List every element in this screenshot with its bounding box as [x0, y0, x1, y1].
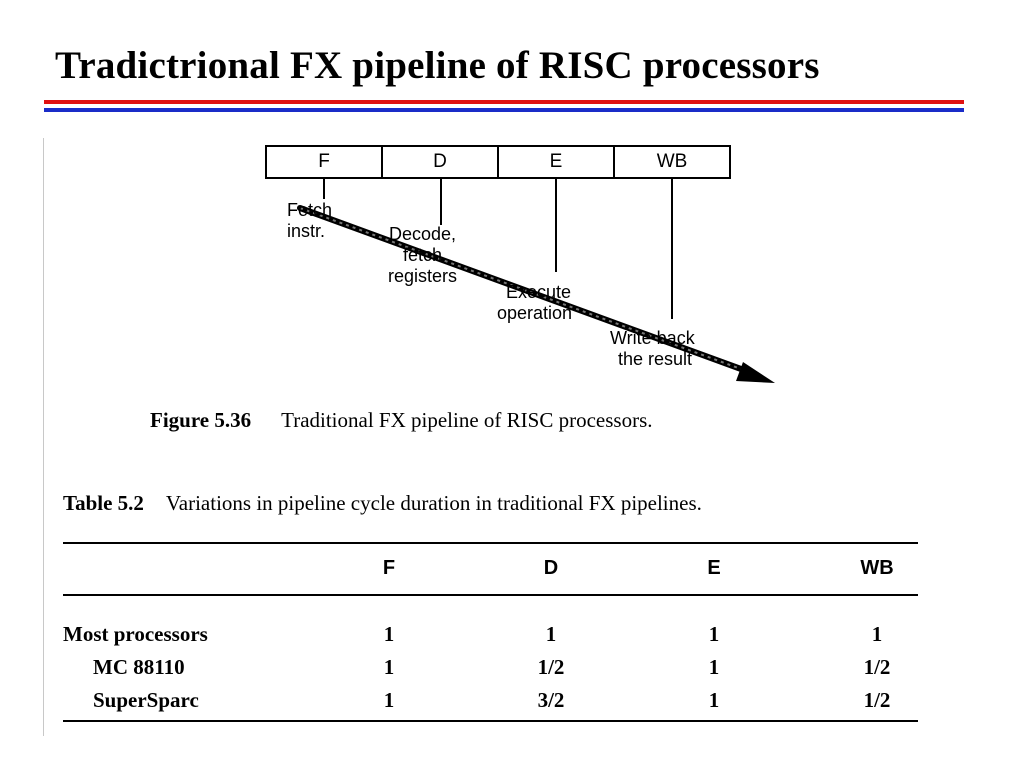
cell-e: 1 — [708, 622, 720, 646]
cell-d: 1 — [545, 622, 557, 646]
connector-line-d — [440, 179, 442, 225]
scanned-figure-edge — [43, 138, 44, 736]
label-decode: Decode, fetch registers — [388, 222, 457, 288]
row-label: SuperSparc — [93, 688, 199, 712]
stage-box-wb: WB — [615, 145, 731, 179]
label-decode-line-2: fetch — [403, 245, 443, 265]
row-label: MC 88110 — [93, 655, 185, 679]
table-header-rule — [63, 594, 918, 596]
figure-caption: Figure 5.36 Traditional FX pipeline of RI… — [150, 408, 653, 433]
column-header-f: F — [382, 557, 396, 579]
cell-e: 1 — [708, 688, 720, 712]
cell-d: 1/2 — [537, 655, 565, 679]
cell-f: 1 — [383, 688, 395, 712]
column-header-e: E — [707, 557, 721, 579]
label-decode-line-3: registers — [388, 266, 458, 286]
column-header-wb: WB — [860, 557, 894, 579]
label-fetch: Fetch instr. — [287, 198, 332, 243]
label-fetch-line-2: instr. — [287, 221, 326, 241]
table-bottom-rule — [63, 720, 918, 722]
stage-box-e: E — [499, 145, 615, 179]
table-caption-number: Table 5.2 — [63, 491, 144, 515]
table-caption: Table 5.2 Variations in pipeline cycle du… — [63, 490, 923, 517]
label-fetch-line-1: Fetch — [287, 200, 333, 220]
row-label: Most processors — [63, 622, 208, 646]
figure-caption-number: Figure 5.36 — [150, 408, 252, 432]
column-header-d: D — [543, 557, 559, 579]
label-execute: Execute operation — [497, 280, 572, 325]
cell-d: 3/2 — [537, 688, 565, 712]
title-rule-blue — [44, 108, 964, 112]
stage-box-d: D — [383, 145, 499, 179]
cell-e: 1 — [708, 655, 720, 679]
cell-wb: 1 — [871, 622, 883, 646]
connector-line-wb — [671, 179, 673, 319]
cell-wb: 1/2 — [863, 688, 891, 712]
table-top-rule — [63, 542, 918, 544]
title-rule-red — [44, 100, 964, 104]
label-writeback-line-2: the result — [618, 349, 693, 369]
cell-f: 1 — [383, 622, 395, 646]
label-decode-line-1: Decode, — [388, 224, 457, 244]
label-execute-line-2: operation — [497, 303, 573, 323]
stage-box-f: F — [265, 145, 383, 179]
label-writeback: Write back the result — [610, 326, 695, 371]
figure-caption-text: Traditional FX pipeline of RISC processo… — [281, 408, 653, 432]
connector-line-e — [555, 179, 557, 272]
slide-title: Tradictrional FX pipeline of RISC proces… — [55, 44, 820, 87]
cell-wb: 1/2 — [863, 655, 891, 679]
cell-f: 1 — [383, 655, 395, 679]
label-writeback-line-1: Write back — [610, 328, 695, 348]
label-execute-line-1: Execute — [506, 282, 572, 302]
connector-line-f — [323, 179, 325, 199]
table-caption-text: Variations in pipeline cycle duration in… — [165, 491, 702, 515]
